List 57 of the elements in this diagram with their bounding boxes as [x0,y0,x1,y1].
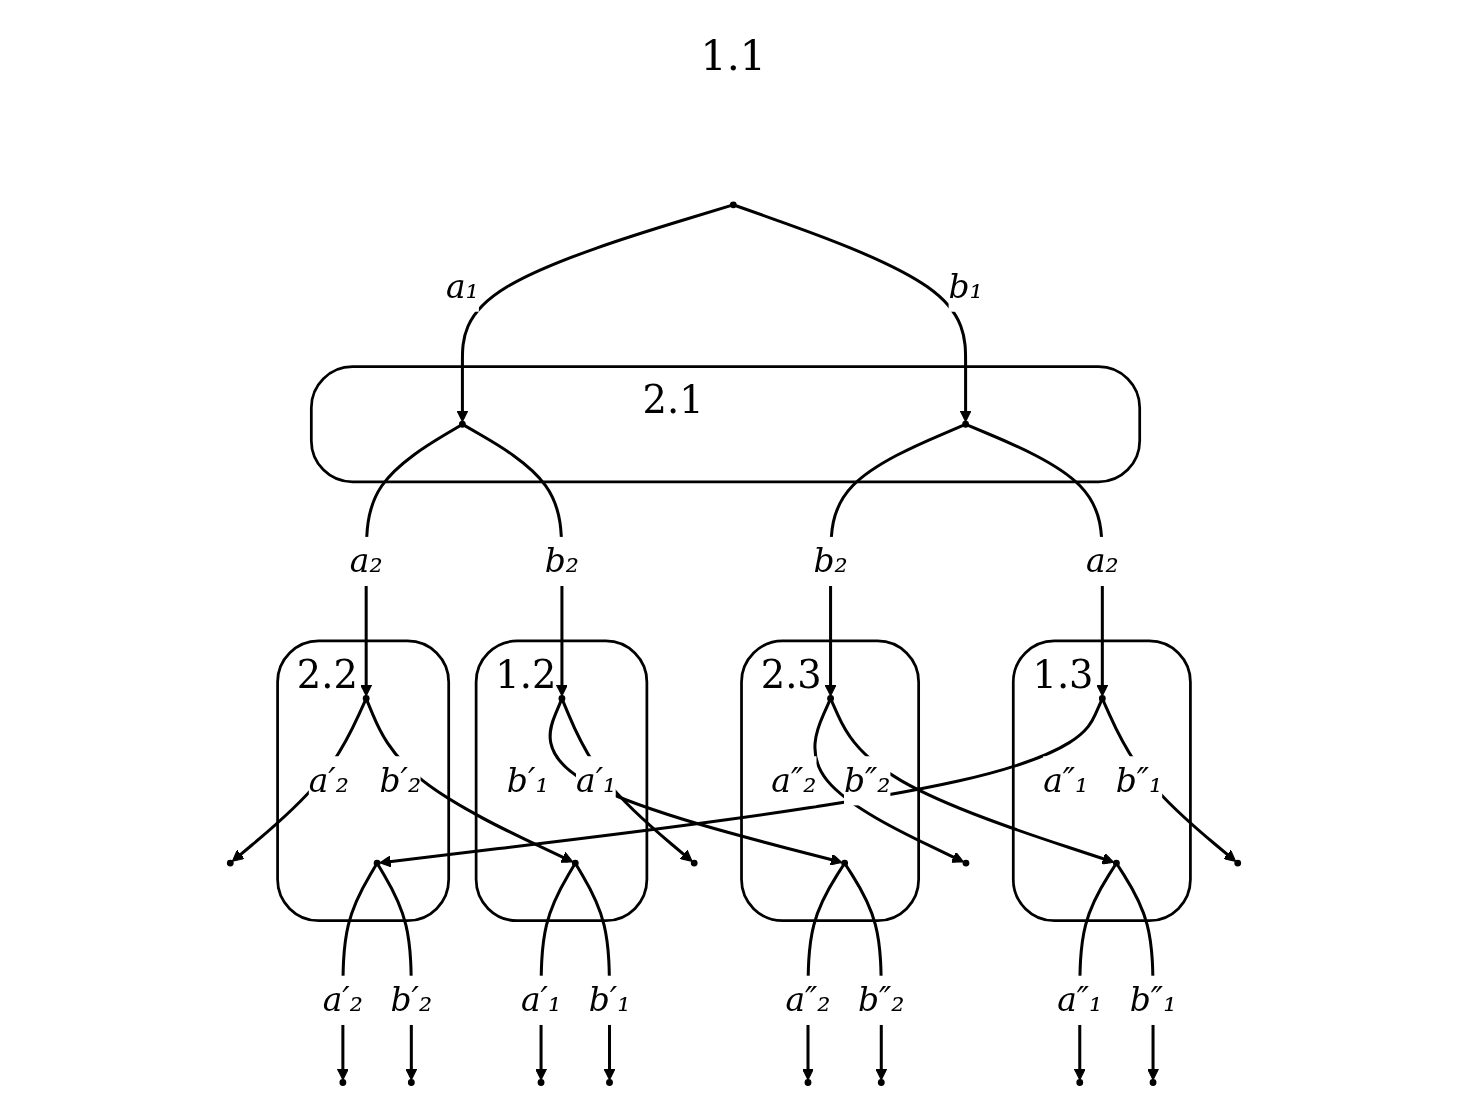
node-circle [226,859,234,867]
edge-label: b′₂ [379,761,422,801]
edge-label: a′₁ [520,981,562,1020]
node-circle [537,1079,545,1086]
edge-label: a″₁ [1043,761,1089,801]
node-circle [827,695,834,702]
edge-label: a′₂ [322,981,364,1020]
node-circle [1149,1079,1157,1086]
node-circle [339,1079,347,1086]
node-circle [571,859,579,867]
edge-label: b″₁ [1115,761,1163,801]
node-circle [804,1079,812,1086]
edge-label: b₁ [948,267,983,307]
node-circle [362,695,370,702]
node-circle [1098,695,1106,702]
edge-label: b′₁ [588,981,631,1020]
node-circle [841,859,849,867]
arrow [548,700,843,866]
node-circle [962,420,970,428]
edge-label: a′₁ [576,761,617,801]
arrow [456,204,732,423]
edge-label: b′₂ [390,981,433,1020]
edge-label: b′₁ [506,761,549,801]
edge-label: b″₂ [858,981,905,1020]
arrow [813,700,965,863]
edge-label: b₂ [544,542,580,581]
edge-label: a′₂ [308,761,349,801]
edge-label: a″₁ [1057,981,1103,1020]
arrow [379,700,1103,868]
node-circle [962,859,970,867]
node-circle [459,420,466,428]
arrow [365,700,574,863]
arrow [1102,700,1237,862]
arrow [830,700,1115,865]
node-circle [373,859,381,867]
edge-label: a₂ [1085,542,1119,581]
edge-label: b″₂ [843,761,891,801]
edge-label: a₂ [349,542,383,581]
edge-label: a₁ [446,267,479,307]
node-circle [1234,859,1242,867]
node-circle [1112,859,1120,867]
edge-label: a″₂ [771,761,817,801]
cluster: 2.1 [309,365,1142,484]
arrow [735,204,972,423]
node-circle [690,859,698,867]
node-circle [606,1079,613,1086]
node-circle [1076,1079,1084,1086]
node-circle [558,695,566,702]
node-circle [729,201,737,209]
node-circle [407,1079,415,1086]
edge-label: a″₂ [785,981,831,1020]
edge-label: b₂ [813,542,848,581]
node-label: 1.1 [700,32,767,81]
node-circle [877,1079,885,1086]
arrow [561,700,693,862]
arrow [231,700,367,862]
edge-label: b″₁ [1129,981,1177,1020]
